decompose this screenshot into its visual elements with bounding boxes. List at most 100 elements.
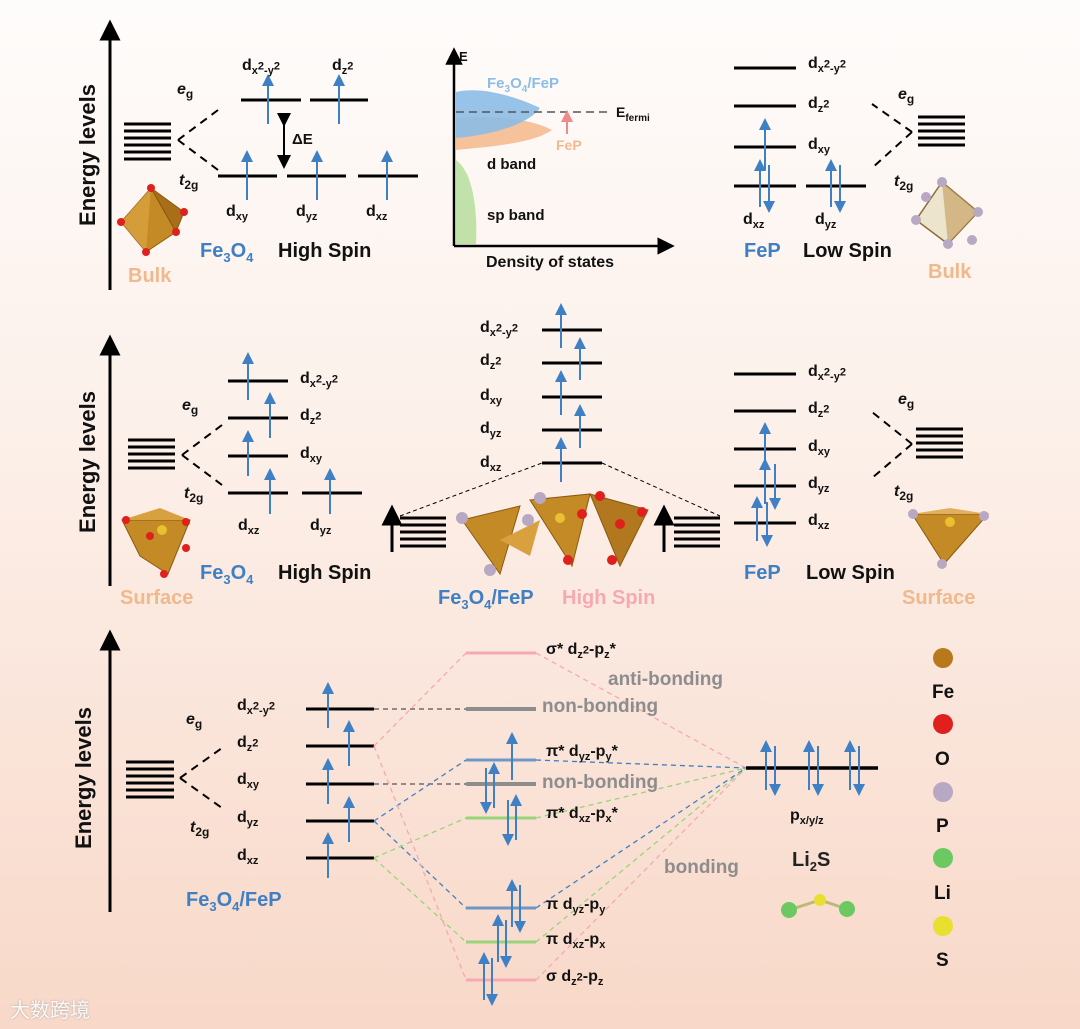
- fep-label-1: FeP: [744, 240, 781, 262]
- mo-correlation-lines: [373, 652, 747, 981]
- bulk-label-2: Bulk: [928, 261, 972, 283]
- legend-li-label: Li: [934, 883, 951, 904]
- legend-li-swatch: [933, 848, 953, 868]
- label-dxz-fep-bulk: dxz: [743, 211, 765, 232]
- legend-o-label: O: [935, 749, 950, 770]
- legend-s-label: S: [936, 950, 949, 971]
- high-spin-label-1: High Spin: [278, 240, 372, 262]
- label-dz2-3: dz2: [237, 734, 259, 755]
- degenerate-levels-1: [124, 122, 171, 161]
- split-lines-2: [181, 424, 223, 486]
- fe3o4-label-2: Fe3O4: [200, 562, 254, 587]
- spin-arrows-mo: [478, 732, 526, 1006]
- eg-label-3: eg: [186, 711, 203, 732]
- label-dyz-2: dyz: [310, 517, 332, 538]
- label-dyz-fep-bulk: dyz: [815, 211, 837, 232]
- sp-band-shape: [456, 160, 477, 244]
- eg-label-2: eg: [182, 397, 199, 418]
- label-dxy-2: dxy: [300, 445, 323, 466]
- surface-octahedron: [121, 508, 191, 578]
- label-dx2y2-1: dx2-y2: [242, 57, 280, 78]
- legend-o-swatch: [933, 714, 953, 734]
- label-dxz-1: dxz: [366, 203, 388, 224]
- label-dxz-fep-surface: dxz: [808, 512, 830, 533]
- energy-axis-label-2: Energy levels: [75, 391, 100, 533]
- legend-p-label: P: [936, 816, 949, 837]
- fep-bulk-levels: [734, 66, 866, 188]
- low-spin-label-2: Low Spin: [806, 562, 895, 584]
- label-dz2-1: dz2: [332, 57, 354, 78]
- low-spin-label-1: Low Spin: [803, 240, 892, 262]
- legend-fe-swatch: [933, 648, 953, 668]
- spin-arrows-fep-surface: [751, 422, 781, 547]
- t2g-label-2: t2g: [184, 485, 204, 506]
- spin-arrows-interface: [555, 303, 586, 482]
- fe3o4-fep-label-3: Fe3O4/FeP: [186, 889, 282, 914]
- eg-label-1: eg: [177, 81, 194, 102]
- bulk-octahedron: [117, 184, 188, 256]
- split-lines-3: [179, 747, 223, 809]
- eg-label-fep-bulk: eg: [898, 86, 915, 107]
- surface-label-2: Surface: [902, 587, 976, 609]
- label-dxz-3: dxz: [237, 847, 259, 868]
- spin-arrows-p: [760, 740, 865, 796]
- dos-fep-label: FeP: [556, 137, 582, 153]
- bulk-label-1: Bulk: [128, 265, 172, 287]
- non-bonding-label-1: non-bonding: [542, 696, 659, 717]
- label-dyz-fep-surface: dyz: [808, 475, 830, 496]
- interface-connectors: [399, 462, 721, 517]
- interface-stack-right: [674, 516, 720, 548]
- fe3o4-fep-d-band-shape: [456, 90, 540, 138]
- delta-e-label: ΔE: [292, 131, 313, 148]
- high-spin-label-interface: High Spin: [562, 587, 656, 609]
- interface-structure: [456, 491, 649, 576]
- fep-label-2: FeP: [744, 562, 781, 584]
- label-dx2y2-3: dx2-y2: [237, 697, 275, 718]
- energy-axis-label-3: Energy levels: [71, 707, 96, 849]
- label-dz2-2: dz2: [300, 407, 322, 428]
- degenerate-levels-3: [126, 760, 174, 799]
- anti-bonding-label: anti-bonding: [608, 669, 724, 690]
- pi-xz-label: π dxz-px: [546, 931, 606, 952]
- pi-yz-label: π dyz-py: [546, 896, 606, 917]
- sigma-star-label: σ* dz2-pz*: [546, 641, 616, 662]
- bulk-tetrahedron: [911, 177, 983, 249]
- surface-tetrahedron: [908, 508, 990, 569]
- energy-axis-label-1: Energy levels: [75, 84, 100, 226]
- label-dx2y2-fep-surface: dx2-y2: [808, 363, 846, 384]
- watermark: 大数跨境: [10, 998, 90, 1022]
- pi-star-xz-label: π* dxz-px*: [546, 805, 618, 826]
- d-band-label: d band: [487, 156, 537, 173]
- t2g-label-3: t2g: [190, 819, 210, 840]
- dos-plot: [445, 47, 675, 255]
- label-dz2-fep-surface: dz2: [808, 400, 830, 421]
- interface-levels: [542, 328, 602, 465]
- label-dxy-1: dxy: [226, 203, 249, 224]
- spin-arrows-1: [241, 74, 393, 200]
- label-dxy-fep-surface: dxy: [808, 438, 831, 459]
- non-bonding-label-2: non-bonding: [542, 772, 659, 793]
- legend-swatches: [933, 648, 953, 936]
- degenerate-levels-fep-surface: [916, 427, 963, 459]
- t2g-label-fep-bulk: t2g: [894, 173, 914, 194]
- label-dxy-3: dxy: [237, 771, 260, 792]
- spin-arrows-2: [242, 352, 336, 514]
- li2s-label: Li2S: [792, 849, 831, 874]
- label-dxz-interface: dxz: [480, 454, 502, 475]
- dos-x-label: Density of states: [486, 254, 615, 271]
- legend-fe-label: Fe: [932, 682, 955, 703]
- label-dxy-fep-bulk: dxy: [808, 136, 831, 157]
- split-lines-fep-bulk: [871, 103, 913, 169]
- label-dx2y2-interface: dx2-y2: [480, 319, 518, 340]
- label-dx2y2-fep-bulk: dx2-y2: [808, 55, 846, 76]
- li2s-molecule: [781, 894, 855, 918]
- legend-s-swatch: [933, 916, 953, 936]
- high-spin-label-2: High Spin: [278, 562, 372, 584]
- label-dyz-1: dyz: [296, 203, 318, 224]
- surface-label-1: Surface: [120, 587, 194, 609]
- label-dz2-fep-bulk: dz2: [808, 95, 830, 116]
- spin-arrows-fep-bulk: [754, 118, 846, 213]
- hybrid-d-levels: [306, 707, 374, 860]
